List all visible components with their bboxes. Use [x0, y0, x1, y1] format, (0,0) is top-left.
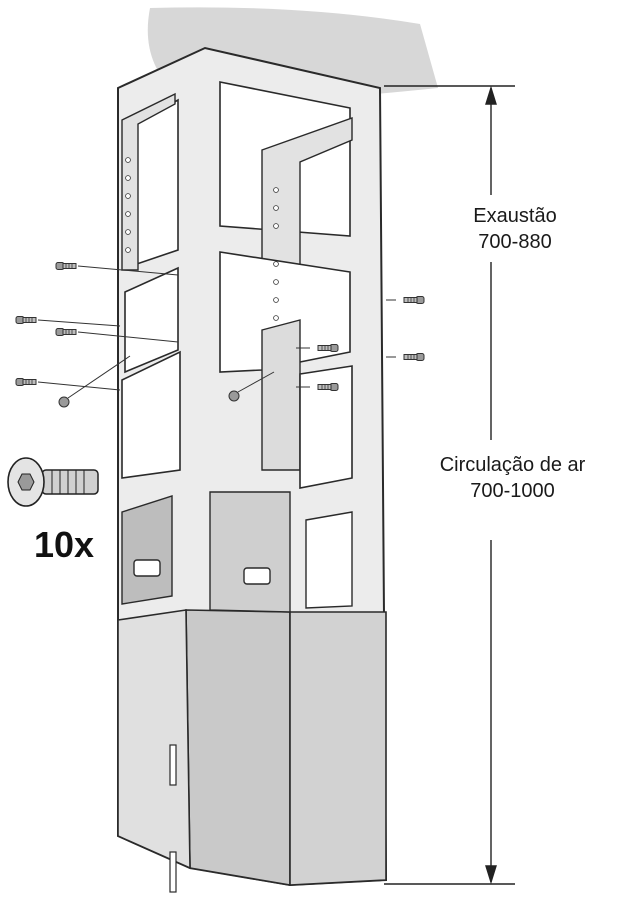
screw-left-1 — [55, 262, 179, 276]
screw-right-2 — [386, 353, 425, 361]
torx-screw-icon — [7, 457, 99, 507]
screw-angled-1 — [58, 355, 131, 408]
handle-slot-left — [133, 559, 161, 577]
bottom-slot-2 — [169, 851, 177, 893]
exhaust-label-text: Exaustão — [473, 205, 557, 227]
bottom-slot-1 — [169, 744, 177, 786]
screw-mid-2 — [296, 383, 339, 391]
airflow-range-text: 700-1000 — [470, 480, 555, 502]
middle-window-left — [124, 266, 179, 374]
screw-left-2 — [15, 316, 121, 327]
screw-mid-1 — [296, 344, 339, 352]
lower-window-left — [121, 350, 181, 479]
handle-slot-center — [243, 567, 271, 585]
lower-window-right — [299, 365, 353, 489]
side-flap — [117, 609, 191, 870]
airflow-label-text: Circulação de ar — [439, 454, 586, 476]
bottom-panel-center — [209, 491, 291, 613]
exhaust-range-text: 700-880 — [478, 231, 552, 253]
screw-angled-2 — [228, 371, 275, 402]
mid-rail — [261, 319, 301, 471]
screw-left-4 — [15, 378, 121, 391]
bottom-panel-right — [289, 611, 387, 886]
screw-right-1 — [386, 296, 425, 304]
rail-holes — [125, 157, 279, 321]
access-cutout-right — [305, 511, 353, 609]
exhaust-dimension-label: Exaustão 700-880 — [440, 203, 590, 255]
airflow-dimension-label: Circulação de ar 700-1000 — [405, 452, 620, 504]
screw-quantity-label: 10x — [34, 524, 95, 565]
dimension-lines — [384, 85, 515, 885]
access-cutout-left — [121, 495, 173, 605]
screw-left-3 — [55, 328, 179, 343]
bottom-panel-left — [185, 609, 291, 886]
